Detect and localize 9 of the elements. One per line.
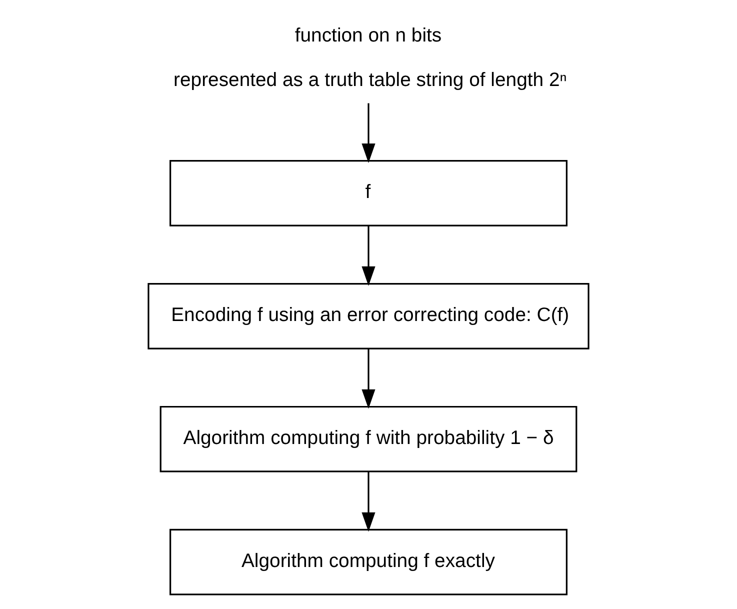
node-box: f [170,160,568,226]
node-box: Algorithm computing f with probability 1 − δ [160,406,578,472]
node-text: function on n bits represented as a truth table string of length 2ⁿ [174,24,567,91]
arrow [362,226,376,286]
arrow [362,103,376,163]
node-box: Encoding f using an error correcting code: C(f) [148,282,590,350]
node-box: Algorithm computing f exactly [170,528,568,596]
arrow [362,472,376,532]
arrow [362,348,376,409]
